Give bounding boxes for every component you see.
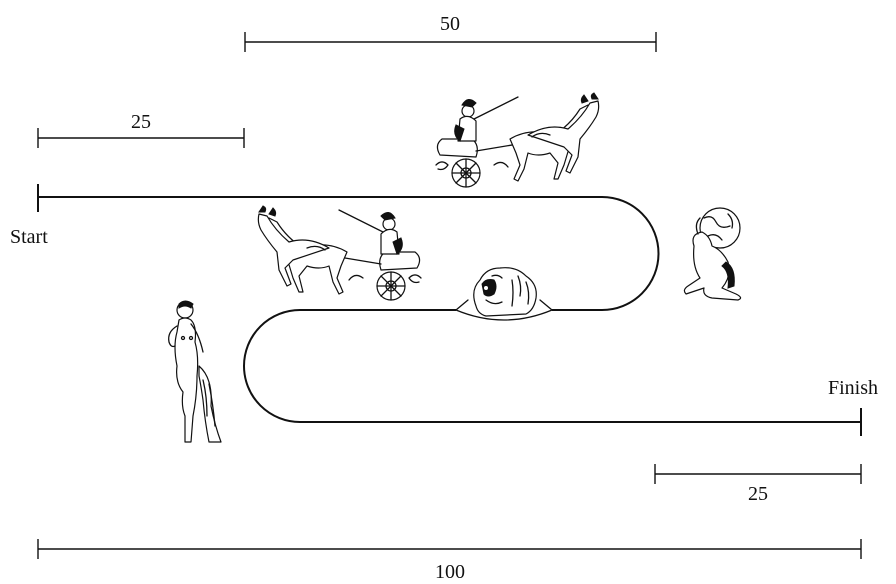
start-label: Start	[10, 226, 48, 248]
dimension-label-left: 25	[131, 111, 151, 133]
dimension-label-top: 50	[440, 13, 460, 35]
dimension-bottom-right-25: 25	[654, 464, 862, 505]
dimension-total-100: 100	[37, 539, 862, 583]
dimension-label-bottom-right: 25	[748, 483, 768, 505]
lion-head-icon	[455, 267, 553, 321]
dimension-label-total: 100	[435, 561, 465, 583]
race-track	[37, 184, 862, 436]
venus-statue-icon	[168, 300, 222, 443]
atlas-statue-icon	[683, 207, 742, 301]
dimension-left-25: 25	[37, 111, 245, 148]
chariot-left-icon	[257, 205, 422, 301]
chariot-right-icon	[435, 92, 600, 188]
finish-label: Finish	[828, 377, 878, 399]
dimension-top-50: 50	[244, 13, 657, 52]
